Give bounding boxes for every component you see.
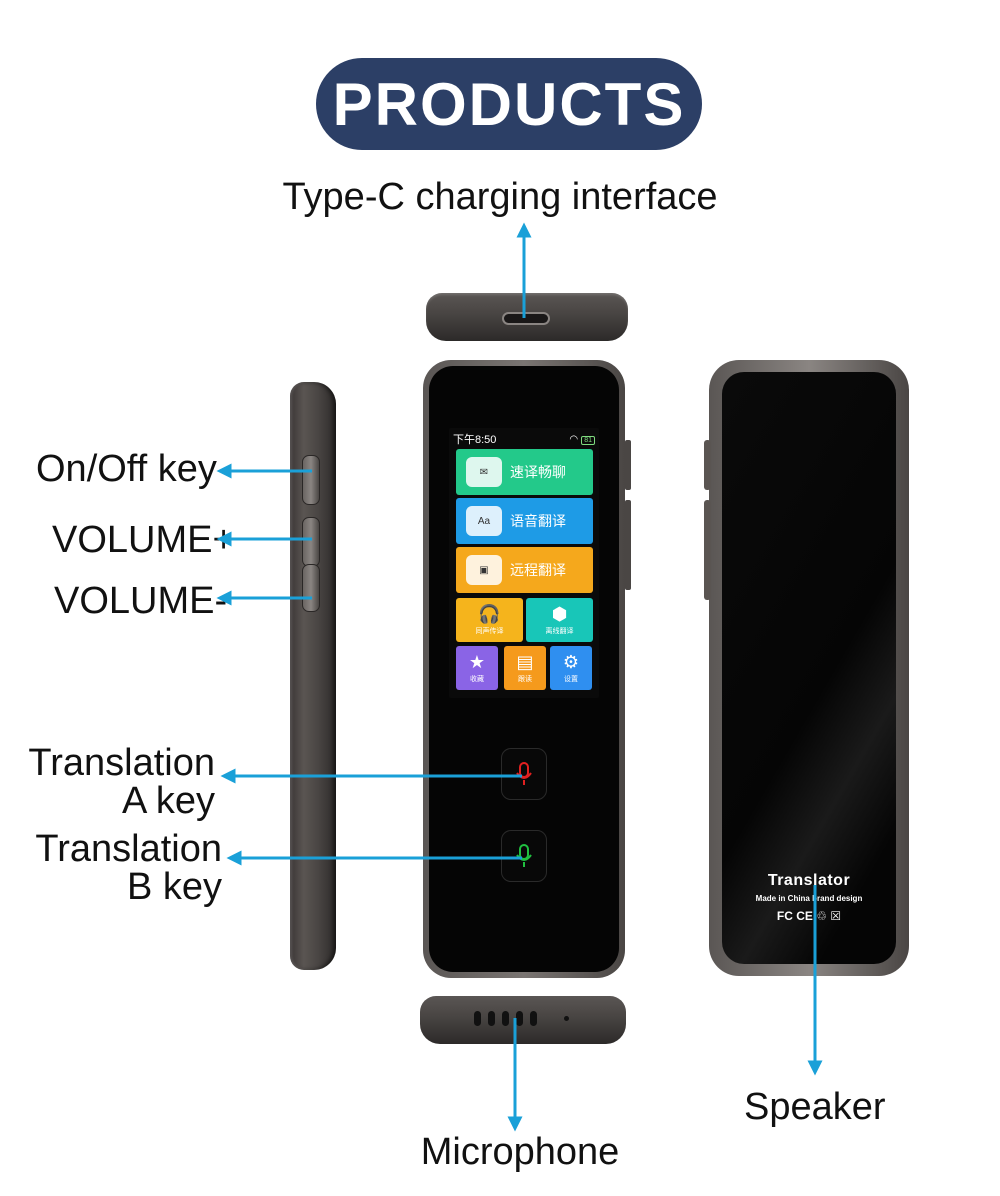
back-glass (722, 372, 896, 964)
tile-read-along[interactable]: ▤ 跟读 (504, 646, 546, 690)
tile-offline-label: 离线翻译 (545, 627, 574, 635)
status-time: 下午8:50 (453, 434, 497, 446)
translation-b-key (501, 830, 547, 882)
tile-read-along-label: 跟读 (518, 675, 532, 683)
tile-simultaneous-label: 同声传译 (475, 627, 504, 635)
typec-port (502, 312, 550, 325)
tile-quick-chat[interactable]: ✉ 速译畅聊 (456, 449, 593, 495)
label-volume-minus: VOLUME- (54, 580, 228, 622)
tile-offline[interactable]: ⬢ 离线翻译 (526, 598, 593, 642)
box-icon: ⬢ (551, 603, 568, 624)
wifi-icon: ◠ (569, 434, 579, 445)
pinhole (564, 1016, 569, 1021)
label-translation-b-key: Translation B key (0, 830, 222, 906)
label-microphone: Microphone (420, 1131, 620, 1173)
tile-simultaneous[interactable]: 🎧 同声传译 (456, 598, 523, 642)
label-speaker: Speaker (744, 1086, 886, 1128)
chat-icon: ✉ (466, 457, 502, 487)
tile-settings-label: 设置 (564, 675, 578, 683)
mic-grille-hole (502, 1011, 509, 1026)
label-translation-a-line1: Translation (28, 742, 215, 784)
back-subtitle: Made in China brand design (755, 894, 863, 903)
label-typec-interface: Type-C charging interface (282, 176, 718, 218)
mic-green-icon (516, 844, 532, 867)
tile-settings[interactable]: ⚙ 设置 (550, 646, 592, 690)
label-volume-plus: VOLUME+ (52, 519, 235, 561)
label-translation-b-line1: Translation (35, 828, 222, 870)
tile-remote-translate-label: 远程翻译 (510, 562, 566, 578)
back-side-button-1 (704, 440, 711, 490)
device-bottom-view (420, 996, 626, 1044)
scan-icon: ▣ (466, 555, 502, 585)
volume-plus-button (302, 517, 320, 567)
tile-remote-translate[interactable]: ▣ 远程翻译 (456, 547, 593, 593)
translation-a-key (501, 748, 547, 800)
front-side-button-2 (625, 500, 631, 590)
star-icon: ★ (468, 651, 486, 672)
status-icons: ◠ 81 (569, 433, 595, 445)
speech-bubble-icon: Aa (466, 506, 502, 536)
label-translation-a-key: Translation A key (0, 744, 215, 820)
mic-grille-hole (474, 1011, 481, 1026)
mic-red-icon (516, 762, 532, 785)
tile-favorites-label: 收藏 (470, 675, 484, 683)
mic-grille-hole (530, 1011, 537, 1026)
book-icon: ▤ (516, 651, 534, 672)
tile-quick-chat-label: 速译畅聊 (510, 464, 566, 480)
products-badge: PRODUCTS (316, 58, 702, 150)
tile-voice-translate-label: 语音翻译 (510, 513, 566, 529)
headset-icon: 🎧 (478, 603, 501, 624)
mic-grille-hole (516, 1011, 523, 1026)
status-bar: 下午8:50 ◠ 81 (453, 432, 595, 446)
label-translation-b-line2: B key (126, 866, 222, 908)
back-side-button-2 (704, 500, 711, 600)
tile-favorites[interactable]: ★ 收藏 (456, 646, 498, 690)
volume-minus-button (302, 564, 320, 612)
onoff-button (302, 455, 320, 505)
gear-icon: ⚙ (562, 651, 580, 672)
certification-marks: FC CE ♲ ☒ (776, 909, 842, 923)
battery-icon: 81 (581, 436, 595, 445)
label-translation-a-line2: A key (122, 780, 215, 822)
front-side-button-1 (625, 440, 631, 490)
tile-voice-translate[interactable]: Aa 语音翻译 (456, 498, 593, 544)
mic-grille-hole (488, 1011, 495, 1026)
back-translator-title: Translator (767, 872, 851, 889)
label-onoff-key: On/Off key (36, 448, 217, 490)
